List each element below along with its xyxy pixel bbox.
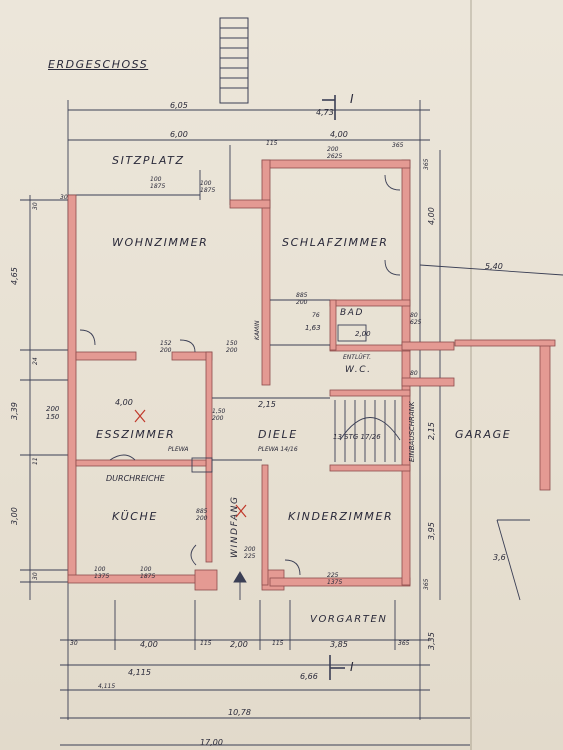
- dim-bottom-200: 2,00: [230, 640, 248, 649]
- dim-inner-400-esz: 4,00: [115, 398, 133, 407]
- correction-marks: [134, 409, 247, 518]
- dim-right-395: 3,95: [427, 522, 436, 540]
- dim-right-215: 2,15: [427, 422, 436, 440]
- room-label-windfang: WINDFANG: [230, 495, 240, 558]
- dim-bottom-30: 30: [70, 640, 78, 647]
- dim-top-30: 30: [60, 194, 68, 201]
- dim-right-335: 3,35: [427, 632, 436, 650]
- label-entlueftung: ENTLÜFT.: [343, 354, 371, 361]
- label-plewa-left: PLEWA: [168, 446, 189, 453]
- dim-inner-200-bad: 2,00: [355, 330, 371, 338]
- dim-inner-100-1875: 100 1875: [150, 176, 166, 190]
- interior-details: [79, 174, 530, 601]
- dim-bottom-115b: 115: [272, 640, 284, 647]
- dim-bottom-1700: 17,00: [200, 738, 223, 747]
- dim-left-300: 3,00: [10, 507, 19, 525]
- dim-inner-80b: 80: [410, 370, 418, 377]
- dim-top-600: 6,00: [170, 130, 188, 139]
- dim-left-30a: 30: [32, 202, 39, 210]
- room-label-wc: W.C.: [345, 365, 372, 375]
- dim-right-36: 3,6: [493, 553, 506, 562]
- dim-inner-80-625: 80 625: [410, 312, 422, 326]
- dim-bottom-365: 365: [398, 640, 410, 647]
- dim-right-540: 5,40: [485, 262, 503, 271]
- dim-inner-163: 1,63: [305, 324, 321, 332]
- outdoor-stairs: [219, 17, 249, 104]
- dim-inner-225-1375: 225 1375: [327, 572, 343, 586]
- plan-title: ERDGESCHOSS: [48, 58, 149, 71]
- dim-bottom-4115: 4,115: [128, 668, 151, 677]
- room-label-kuche: KÜCHE: [112, 510, 158, 523]
- dim-left-30b: 30: [32, 572, 39, 580]
- label-kamin: KAMIN: [254, 320, 261, 340]
- section-mark-top: I: [350, 92, 355, 106]
- dim-bottom-400: 4,00: [140, 640, 158, 649]
- dim-inner-100-1875b: 100 1875: [200, 180, 216, 194]
- dim-bottom-115a: 115: [200, 640, 212, 647]
- dim-right-365b: 365: [423, 578, 430, 590]
- dim-inner-885-200: 885 200: [296, 292, 308, 306]
- dim-top-605: 6,05: [170, 101, 188, 110]
- room-label-wohnzimmer: WOHNZIMMER: [112, 236, 209, 249]
- dim-inner-885-200b: 885 200: [196, 508, 208, 522]
- dim-inner-150-200b: 1,50 200: [212, 408, 226, 422]
- room-label-bad: BAD: [340, 308, 365, 318]
- dim-bottom-1078: 10,78: [228, 708, 251, 717]
- room-label-vorgarten: VORGARTEN: [310, 614, 388, 625]
- section-mark-bottom: I: [350, 660, 355, 674]
- dimension-lines: [20, 95, 563, 746]
- dim-inner-150-200: 150 200: [226, 340, 238, 354]
- dim-top-400: 4,00: [330, 130, 348, 139]
- room-label-garage: GARAGE: [455, 428, 512, 441]
- paper-crease: [470, 0, 472, 750]
- room-label-esszimmer: ESSZIMMER: [96, 428, 176, 441]
- room-label-kinderzimmer: KINDERZIMMER: [288, 510, 394, 523]
- dim-inner-76: 76: [312, 312, 320, 319]
- dim-left-11: 11: [32, 457, 39, 465]
- label-plewa-right: PLEWA 14/16: [258, 446, 298, 453]
- dim-inner-100-ku: 100 1375: [94, 566, 110, 580]
- dim-left-24: 24: [32, 357, 39, 365]
- dim-bottom-666: 6,66: [300, 672, 318, 681]
- dim-left-465: 4,65: [10, 267, 19, 285]
- dim-top-473: 4,73: [316, 108, 334, 117]
- room-label-diele: DIELE: [258, 428, 298, 441]
- dim-left-200-150: 200 150: [46, 405, 60, 421]
- dim-left-339: 3,39: [10, 402, 19, 420]
- room-label-sitzplatz: SITZPLATZ: [112, 154, 185, 167]
- dim-bottom-385: 3,85: [330, 640, 348, 649]
- room-label-schlafzimmer: SCHLAFZIMMER: [282, 236, 389, 249]
- label-einbauschrank: EINBAUSCHRANK: [408, 401, 416, 462]
- dim-right-365: 365: [423, 158, 430, 170]
- dim-inner-215: 2,15: [258, 400, 276, 409]
- label-durchreiche: DURCHREICHE: [106, 474, 165, 483]
- dim-inner-100-ku2: 100 1875: [140, 566, 156, 580]
- walls: [67, 159, 556, 591]
- dim-inner-152-200: 152 200: [160, 340, 172, 354]
- dim-top-115: 115: [266, 140, 278, 147]
- label-stair: 13 STG 17/26: [333, 433, 381, 441]
- dim-top-365: 365: [392, 142, 404, 149]
- dim-right-400: 4,00: [427, 207, 436, 225]
- dim-inner-4115: 4,115: [98, 683, 116, 690]
- dim-inner-200-2625: 200 2625: [327, 146, 343, 160]
- dim-inner-200-wf: 200 225: [244, 546, 256, 560]
